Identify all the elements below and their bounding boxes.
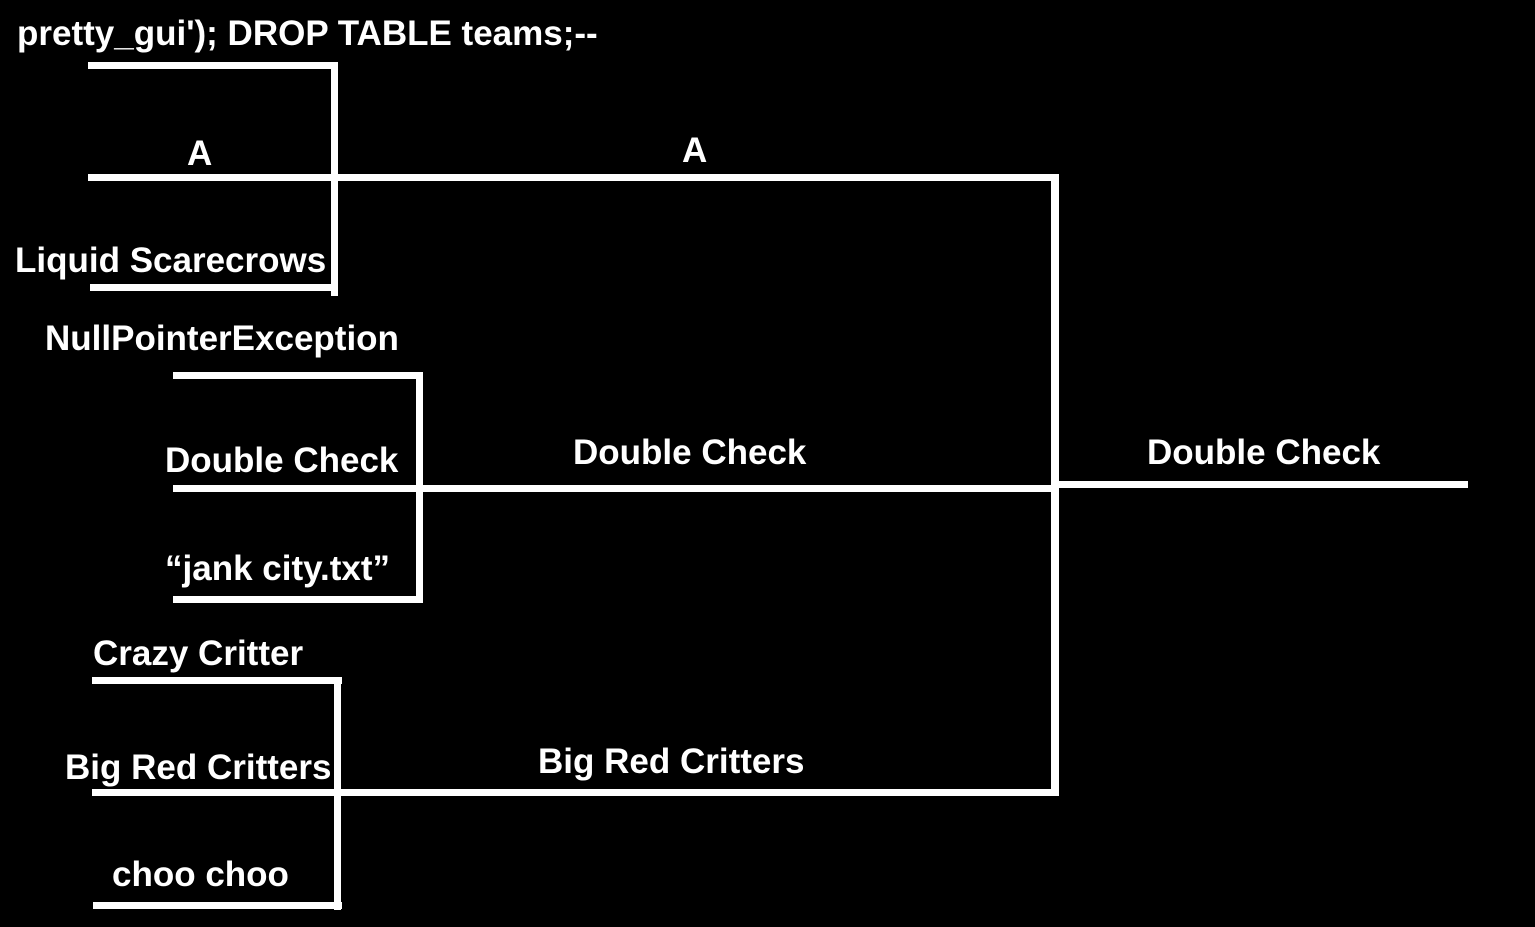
- team-label-group1-slot3: Liquid Scarecrows: [15, 241, 327, 280]
- connector-vertical-group2: [416, 372, 423, 603]
- team-label-group3-slot3: choo choo: [112, 855, 289, 894]
- team-label-group3-slot1: Crazy Critter: [93, 634, 304, 673]
- team-line-group1-slot3: [90, 284, 338, 291]
- team-label-group1-slot2: A: [187, 134, 213, 173]
- connector-vertical-group1: [331, 62, 338, 296]
- team-label-group1-slot1: pretty_gui'); DROP TABLE teams;--: [17, 14, 598, 53]
- champion-line: [1051, 481, 1468, 488]
- winner-line-group3: [92, 789, 1058, 796]
- connector-vertical-group3: [334, 677, 341, 910]
- winner-line-group2: [173, 485, 1055, 492]
- team-line-group3-slot1: [92, 677, 342, 684]
- team-line-group2-slot3: [173, 596, 423, 603]
- team-line-group1-slot1: [88, 62, 338, 69]
- team-label-group2-slot3: “jank city.txt”: [165, 549, 390, 588]
- team-label-group2-slot2: Double Check: [165, 441, 399, 480]
- team-line-group2-slot1: [173, 372, 423, 379]
- winner-label-group3: Big Red Critters: [538, 742, 805, 781]
- team-line-group3-slot3: [93, 902, 342, 909]
- winner-label-group1: A: [682, 131, 708, 170]
- team-label-group3-slot2: Big Red Critters: [65, 748, 332, 787]
- winner-label-group2: Double Check: [573, 433, 807, 472]
- champion-label: Double Check: [1147, 433, 1381, 472]
- winner-line-group1: [88, 174, 1058, 181]
- team-label-group2-slot1: NullPointerException: [45, 319, 399, 358]
